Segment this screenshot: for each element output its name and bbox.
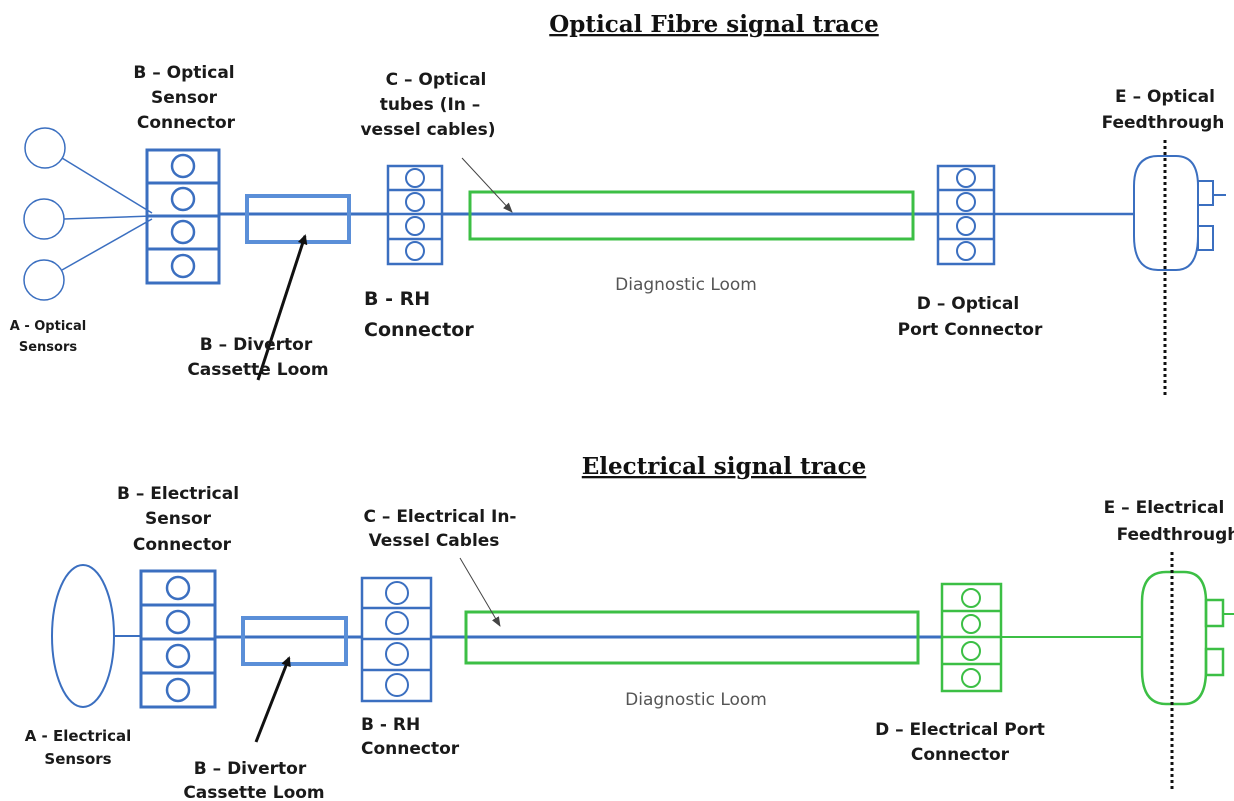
optical-feedthrough-label-2: Feedthrough (1102, 113, 1225, 133)
electrical-cables-label-2: Vessel Cables (369, 531, 500, 551)
optical-sensors (23, 127, 153, 301)
optical-port-connector (936, 164, 996, 266)
electrical-port-label-1: D – Electrical Port (875, 720, 1045, 740)
optical-tubes-arrow (461, 157, 513, 213)
optical-sensor-connector-label-1: B – Optical (133, 63, 234, 83)
electrical-sensor-connector-label-2: Sensor (145, 509, 212, 529)
optical-divertor-arrow (256, 234, 308, 381)
electrical-sensor-connector-label-3: Connector (133, 535, 232, 555)
electrical-title: Electrical signal trace (582, 453, 866, 480)
optical-port-label-2: Port Connector (898, 320, 1043, 340)
electrical-cables-arrow (459, 557, 501, 627)
electrical-rh-label-1: B - RH (361, 715, 420, 735)
optical-divertor-label-1: B – Divertor (200, 335, 313, 355)
electrical-divertor-label-1: B – Divertor (194, 759, 307, 779)
optical-sensor-connector-label-3: Connector (137, 113, 236, 133)
electrical-rh-label-2: Connector (361, 739, 460, 759)
electrical-divertor-loom (241, 616, 348, 666)
optical-feedthrough (1133, 140, 1226, 396)
electrical-loom-label: Diagnostic Loom (625, 690, 767, 710)
optical-rh-label-1: B - RH (364, 288, 430, 310)
optical-section: Optical Fibre signal trace A - Optical S… (10, 11, 1226, 396)
electrical-feedthrough (1140, 552, 1234, 790)
optical-sensor-connector (145, 148, 221, 285)
electrical-diagnostic-loom (464, 610, 920, 665)
electrical-feedthrough-label-2: Feedthrough (1117, 525, 1234, 545)
electrical-section: Electrical signal trace A - Electrical S… (25, 453, 1234, 801)
electrical-sensor-connector (139, 569, 217, 709)
optical-rh-connector (386, 164, 444, 266)
electrical-port-label-2: Connector (911, 745, 1010, 765)
electrical-cables-label-1: C – Electrical In- (364, 507, 517, 527)
optical-tubes-label-1: C – Optical (386, 70, 487, 90)
electrical-sensors-label-1: A - Electrical (25, 727, 132, 745)
optical-divertor-label-2: Cassette Loom (187, 360, 328, 380)
optical-port-label-1: D – Optical (917, 294, 1019, 314)
electrical-port-connector (940, 582, 1003, 693)
optical-sensor-connector-label-2: Sensor (151, 88, 218, 108)
electrical-sensors (51, 564, 115, 708)
electrical-feedthrough-label-1: E – Electrical (1104, 498, 1225, 518)
optical-rh-label-2: Connector (364, 319, 474, 341)
optical-sensors-label-2: Sensors (19, 340, 78, 355)
electrical-sensor-connector-label-1: B – Electrical (117, 484, 239, 504)
optical-tubes-label-2: tubes (In – (380, 95, 481, 115)
electrical-divertor-label-2: Cassette Loom (183, 783, 324, 801)
optical-title: Optical Fibre signal trace (549, 11, 878, 38)
electrical-rh-connector (360, 576, 433, 703)
optical-diagnostic-loom (468, 190, 915, 241)
optical-feedthrough-label-1: E – Optical (1115, 87, 1215, 107)
optical-tubes-label-3: vessel cables) (360, 120, 495, 140)
optical-loom-label: Diagnostic Loom (615, 275, 757, 295)
electrical-sensors-label-2: Sensors (44, 750, 111, 768)
optical-sensors-label-1: A - Optical (10, 319, 86, 334)
electrical-divertor-arrow (254, 656, 291, 743)
optical-divertor-loom (245, 194, 351, 244)
